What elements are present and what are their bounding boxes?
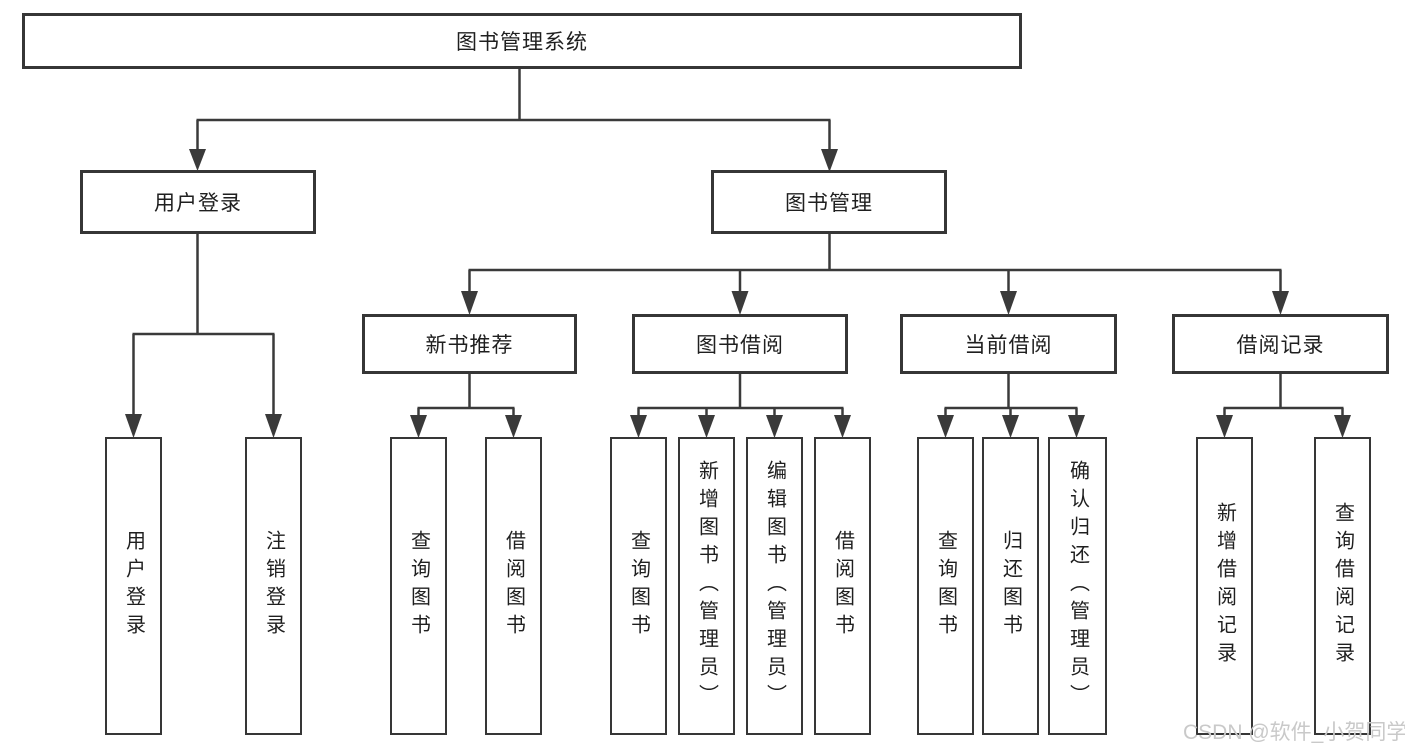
connector-new-books-to-leaves <box>410 374 522 438</box>
node-label: 查询图书 <box>934 530 957 642</box>
leaf-records-query-record: 查询借阅记录 <box>1314 437 1371 735</box>
node-label: 新增借阅记录 <box>1213 502 1236 670</box>
node-book-management: 图书管理 <box>711 170 947 234</box>
leaf-current-confirm-return-admin: 确认归还（管理员） <box>1048 437 1107 735</box>
connector-borrowing-records-to-leaves <box>1216 374 1351 438</box>
node-current-borrowing: 当前借阅 <box>900 314 1117 374</box>
node-label: 借阅图书 <box>831 530 854 642</box>
connector-user-login-to-leaves <box>125 232 282 438</box>
leaf-newbook-query-books: 查询图书 <box>390 437 447 735</box>
node-borrowing-records: 借阅记录 <box>1172 314 1389 374</box>
node-book-borrowing: 图书借阅 <box>632 314 848 374</box>
node-label: 新增图书（管理员） <box>695 460 718 712</box>
node-label: 查询图书 <box>407 530 430 642</box>
node-label: 确认归还（管理员） <box>1066 460 1089 712</box>
node-label: 用户登录 <box>122 530 145 642</box>
node-new-book-recommend: 新书推荐 <box>362 314 577 374</box>
leaf-borrowing-query-books: 查询图书 <box>610 437 667 735</box>
node-label: 新书推荐 <box>425 334 514 357</box>
connector-current-borrowing-to-leaves <box>937 374 1085 438</box>
leaf-borrowing-add-books-admin: 新增图书（管理员） <box>678 437 735 735</box>
leaf-records-add-record: 新增借阅记录 <box>1196 437 1253 735</box>
leaf-user-login: 用户登录 <box>105 437 162 735</box>
node-label: 图书借阅 <box>696 334 784 357</box>
node-label: 借阅图书 <box>502 530 525 642</box>
node-label: 编辑图书（管理员） <box>763 460 786 712</box>
node-label: 图书管理系统 <box>456 31 588 54</box>
leaf-borrowing-edit-books-admin: 编辑图书（管理员） <box>746 437 803 735</box>
leaf-current-return-books: 归还图书 <box>982 437 1039 735</box>
node-label: 当前借阅 <box>964 334 1053 357</box>
node-label: 归还图书 <box>999 530 1022 642</box>
leaf-newbook-borrow-books: 借阅图书 <box>485 437 542 735</box>
node-label: 用户登录 <box>154 192 242 215</box>
node-label: 注销登录 <box>262 530 285 642</box>
leaf-borrowing-borrow-books: 借阅图书 <box>814 437 871 735</box>
node-label: 查询借阅记录 <box>1331 502 1354 670</box>
node-label: 查询图书 <box>627 530 650 642</box>
leaf-current-query-books: 查询图书 <box>917 437 974 735</box>
node-label: 借阅记录 <box>1236 334 1325 357</box>
connector-book-management-to-level3 <box>461 232 1289 315</box>
csdn-watermark: CSDN @软件_小贺同学 <box>1183 721 1405 744</box>
node-root-system: 图书管理系统 <box>22 13 1022 69</box>
node-user-login: 用户登录 <box>80 170 316 234</box>
leaf-logout: 注销登录 <box>245 437 302 735</box>
connector-root-to-level2 <box>189 67 838 172</box>
connector-book-borrowing-to-leaves <box>630 374 851 438</box>
node-label: 图书管理 <box>785 192 873 215</box>
